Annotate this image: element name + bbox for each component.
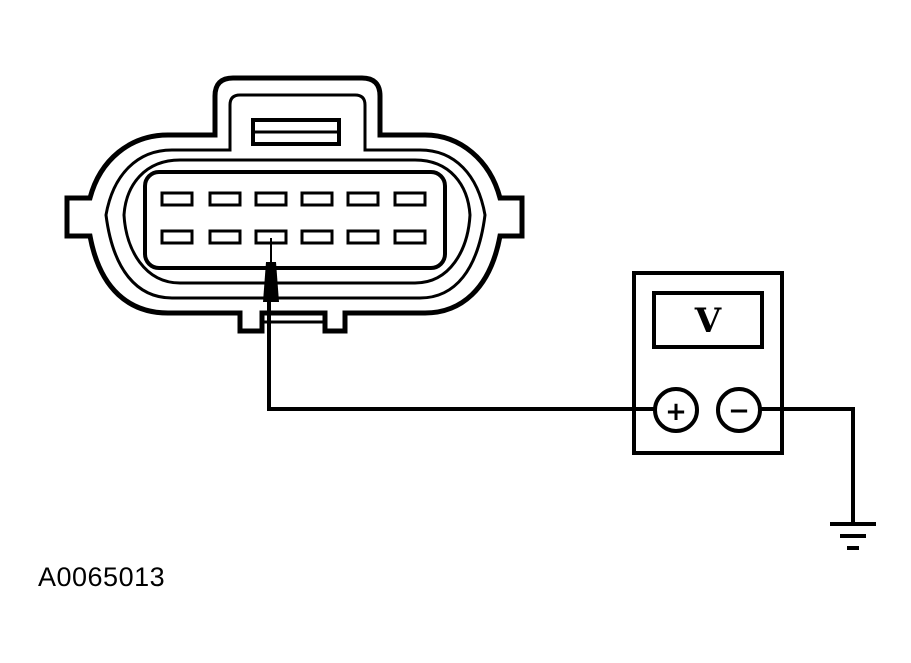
pin-row-2 [160, 229, 427, 245]
pin-slot [346, 191, 380, 207]
pin-slot [300, 229, 334, 245]
voltmeter-display [652, 291, 764, 349]
ground-icon [830, 522, 876, 550]
connector-inner-housing [104, 93, 487, 300]
voltmeter-display-symbol: V [694, 301, 722, 341]
connector-inner-shroud [122, 158, 472, 285]
voltmeter-body [632, 271, 784, 455]
voltmeter: V + − [632, 271, 784, 455]
connector [64, 75, 525, 334]
negative-terminal-icon [716, 387, 762, 433]
negative-lead-wire [760, 407, 855, 522]
connector-outer-housing [64, 75, 525, 334]
probe-tip [263, 262, 279, 302]
pin-row-1 [160, 191, 427, 207]
figure-id-label: A0065013 [38, 562, 166, 592]
pin-slot [208, 191, 242, 207]
pin-slot [208, 229, 242, 245]
negative-terminal-label: − [728, 396, 750, 426]
pin-slot [160, 229, 194, 245]
pin-cavity-block [143, 170, 447, 270]
pin-slot [300, 191, 334, 207]
pin-slot [393, 191, 427, 207]
pin-slot [393, 229, 427, 245]
positive-lead-wire [267, 302, 654, 411]
positive-terminal-icon [653, 387, 699, 433]
test-probe [263, 238, 279, 302]
pin-slot [346, 229, 380, 245]
positive-terminal-label: + [665, 397, 687, 427]
pin-slot [254, 191, 288, 207]
test-leads [267, 302, 855, 522]
pin-slot [160, 191, 194, 207]
